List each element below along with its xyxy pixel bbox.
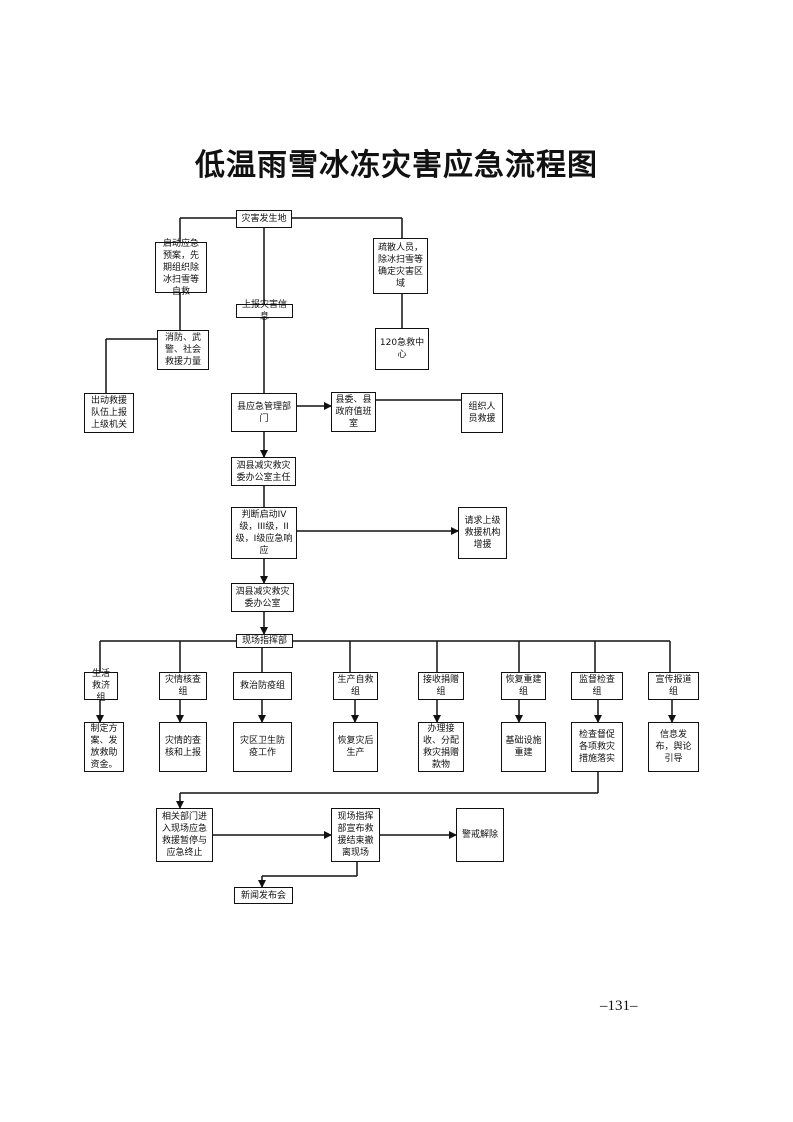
node-dispatch-rescue: 出动救援队伍上报上级机关 [84, 393, 134, 433]
task-rebuild: 基础设施重建 [501, 722, 546, 772]
node-county-emergency: 县应急管理部门 [231, 393, 297, 432]
group-disaster-verify: 灾情核查组 [159, 672, 207, 700]
node-reduction-office: 泗县减灾救灾委办公室 [231, 583, 294, 612]
node-judge-level: 判断启动IV级，III级，II级，I级应急响应 [231, 507, 297, 559]
group-rebuild: 恢复重建组 [501, 672, 546, 700]
task-production: 恢复灾后生产 [333, 722, 378, 772]
group-production: 生产自救组 [333, 672, 378, 700]
task-donation: 办理接收、分配救灾捐赠款物 [418, 722, 464, 772]
node-press: 新闻发布会 [234, 887, 293, 904]
task-medical: 灾区卫生防疫工作 [233, 722, 292, 772]
task-supervise: 检查督促各项救灾措施落实 [571, 722, 623, 772]
node-evacuate: 疏散人员，除冰扫雪等确定灾害区域 [373, 238, 428, 294]
task-publicity: 信息发布，舆论引导 [648, 722, 699, 772]
node-command-announce: 现场指挥部宣布救援结束撤离现场 [331, 808, 380, 862]
node-start-plan: 启动应急预案，先期组织除冰扫雪等自救 [155, 239, 207, 297]
node-emergency-120: 120急救中心 [375, 328, 429, 370]
page-number: –131– [600, 998, 638, 1014]
group-medical: 救治防疫组 [233, 672, 292, 700]
node-disaster-site: 灾害发生地 [236, 210, 292, 228]
group-donation: 接收捐赠组 [418, 672, 464, 700]
node-request-superior: 请求上级救援机构增援 [458, 507, 507, 559]
node-county-duty: 县委、县政府值班室 [331, 392, 376, 432]
page-title: 低温雨雪冰冻灾害应急流程图 [195, 148, 598, 183]
group-supervise: 监督检查组 [571, 672, 623, 700]
node-organize-rescue: 组织人员救援 [461, 393, 503, 433]
node-report-info: 上报灾害信息 [236, 300, 293, 322]
group-living-relief: 生活救济组 [84, 669, 118, 703]
node-related-depts: 相关部门进入现场应急救援暂停与应急终止 [156, 808, 213, 862]
task-living-relief: 制定方案、发放救助资金。 [84, 722, 124, 772]
node-fire-police: 消防、武警、社会救援力量 [157, 330, 209, 370]
task-disaster-verify: 灾情的查核和上报 [159, 722, 207, 772]
node-command: 现场指挥部 [236, 634, 293, 648]
node-office-head: 泗县减灾救灾委办公室主任 [231, 457, 296, 486]
group-publicity: 宣传报道组 [648, 672, 699, 700]
node-alert-lift: 警戒解除 [456, 808, 504, 862]
